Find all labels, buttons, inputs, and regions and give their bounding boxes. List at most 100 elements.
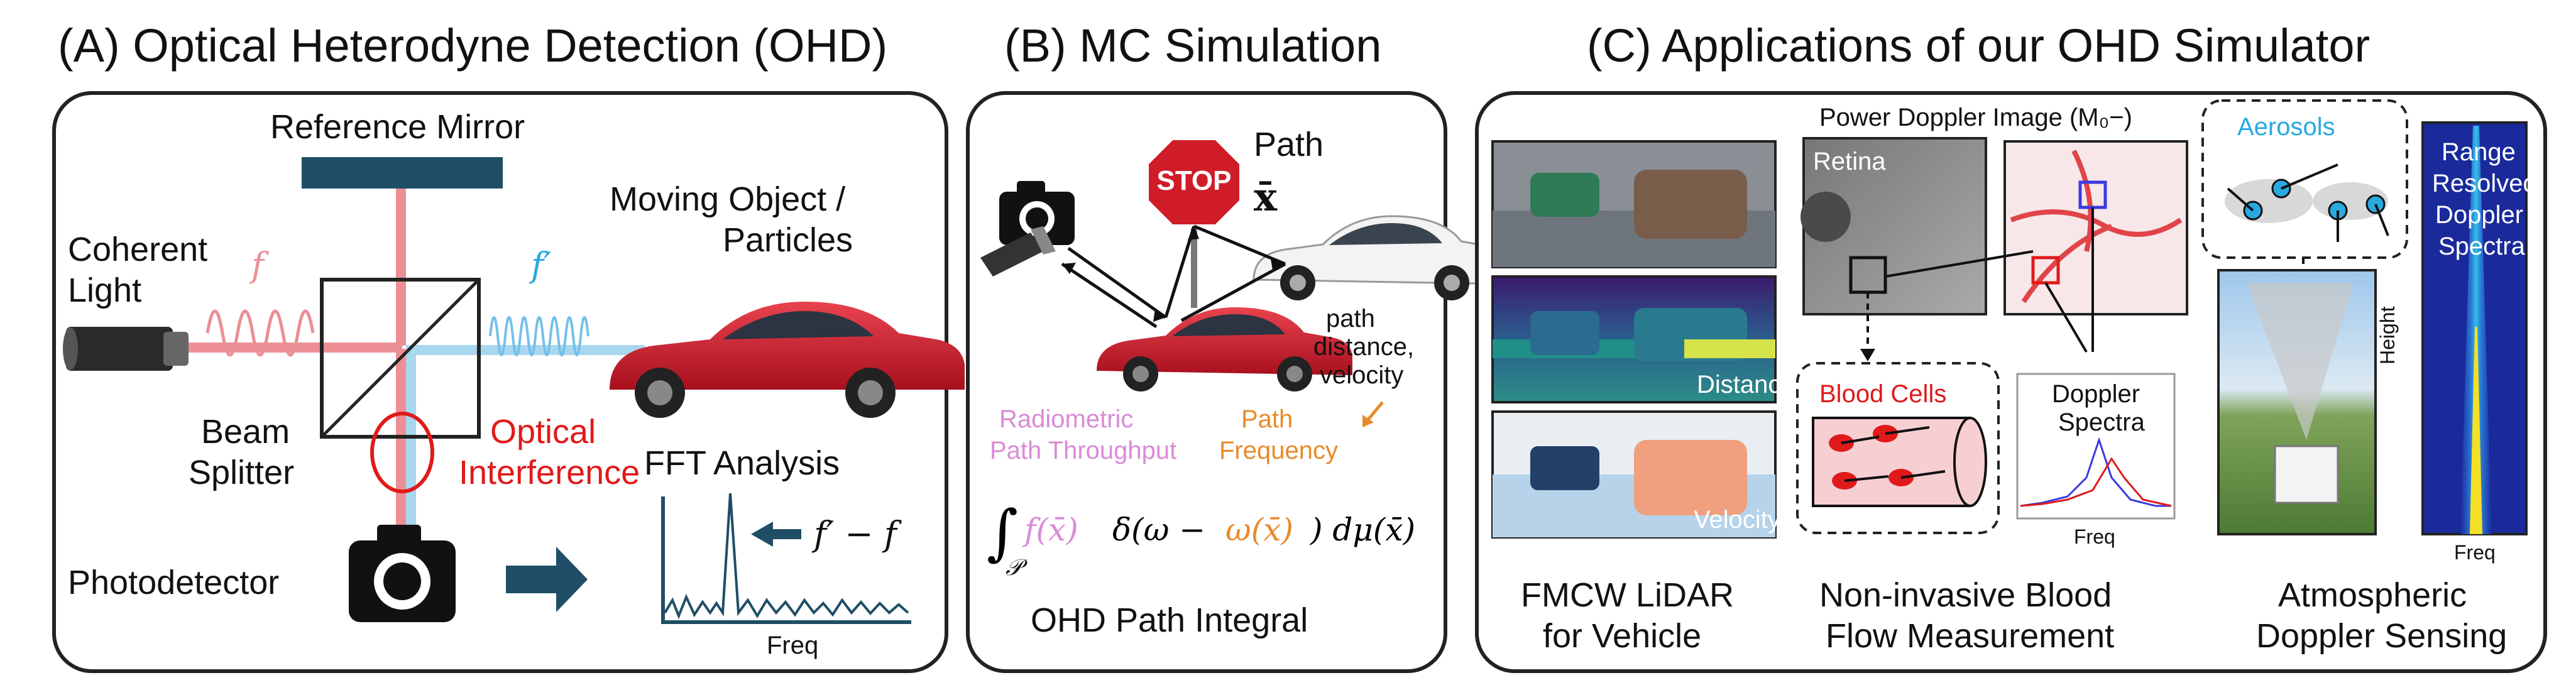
lidar-distance-image [1491,275,1777,403]
range-label-4: Spectra [2438,233,2526,260]
beam-splitter-label-2: Splitter [189,454,294,491]
lidar-velocity-image [1491,410,1777,539]
panel-c: (C) Applications of our OHD Simulator Di… [1475,19,2547,673]
stop-sign-icon: STOP [1145,136,1243,308]
stop-sign-text: STOP [1156,165,1231,196]
lidar-caption-2: for Vehicle [1543,617,1701,655]
lidar-beam-cone [2247,283,2354,440]
laser-icon [63,327,189,371]
blood-caption-2: Flow Measurement [1826,617,2114,655]
lidar-caption-1: FMCW LiDAR [1521,576,1734,614]
range-label-1: Range [2442,138,2516,166]
doppler-blue-curve [2020,437,2171,507]
reference-mirror [302,157,503,189]
white-car-icon [1252,215,1511,300]
roi-to-spectra-arrow-1 [2044,282,2088,353]
retina-label: Retina [1813,148,1886,175]
path-arrowheads [1062,226,1285,322]
aerosol-cloud-icon [2225,163,2389,242]
reference-beam-up [396,189,406,346]
reference-wave [206,309,315,357]
panel-b-title: (B) MC Simulation [1004,19,1381,72]
optical-interference-label-1: Optical [490,413,596,451]
frequency-arrowhead [1362,415,1374,427]
path-rays [1061,224,1286,329]
beam-splitter-label-1: Beam [201,413,290,451]
integral-measure: ) dμ(x̄) [1310,512,1415,548]
arrow-right-icon [506,547,588,612]
beat-frequency-label: f′ − f [811,514,902,554]
doppler-spectra-plot [2016,373,2176,520]
height-axis-label: Height [2376,306,2399,364]
lidar-device-icon [2274,445,2339,504]
atmo-caption-1: Atmospheric [2278,576,2467,614]
optical-interference-label-2: Interference [459,454,640,491]
beam-splitter-box [320,278,481,439]
power-doppler-image [2003,140,2188,315]
power-doppler-label: Power Doppler Image (M₀−) [1819,104,2132,131]
integral-omega: ω(x̄) [1225,512,1293,548]
coherent-light-label-1: Coherent [68,231,207,268]
object-beam [406,345,645,355]
panel-a-title: (A) Optical Heterodyne Detection (OHD) [58,19,887,72]
optic-disc [1800,192,1851,242]
moving-object-label-1: Moving Object / [610,180,845,218]
reference-mirror-label: Reference Mirror [270,108,525,146]
spectra-core [2470,327,2482,534]
panel-b-frame [966,91,1447,673]
fft-axes [661,496,911,624]
path-label: Path [1254,126,1324,163]
range-label-2: Resolved [2432,170,2537,197]
vessel-tube-icon [1812,417,1987,507]
retina-to-cells-arrowhead [1860,349,1875,361]
doppler-label-1: Doppler [2052,380,2140,408]
throughput-label-1: Radiometric [999,405,1133,433]
range-label-3: Doppler [2435,201,2523,229]
doppler-wave [489,316,589,356]
photodetector-icon [349,525,456,622]
freq-fprime-label: f′ [529,245,551,285]
panel-b-footer: OHD Path Integral [1031,601,1308,639]
blood-caption-1: Non-invasive Blood [1819,576,2112,614]
panel-b: (B) MC Simulation STOP Path x̄ [966,19,1511,673]
path-symbol: x̄ [1254,174,1278,220]
moving-object-label-2: Particles [723,221,853,259]
roi-connector [1885,250,2034,278]
range-freq-label: Freq [2454,541,2496,564]
panel-c-title: (C) Applications of our OHD Simulator [1587,19,2370,72]
blood-cells-label: Blood Cells [1819,380,1946,408]
panel-a: (A) Optical Heterodyne Detection (OHD) R… [52,19,965,673]
integral-delta: δ(ω − [1112,512,1205,548]
path-info-label-1: path [1326,305,1375,332]
doppler-freq-label: Freq [2074,525,2115,548]
coherent-light-label-2: Light [68,271,141,309]
frequency-label-1: Path [1241,405,1293,433]
photodetector-label: Photodetector [68,564,279,601]
reference-beam-down [396,349,406,544]
vessel-pattern [2010,150,2183,304]
camera-icon [999,181,1075,245]
aerosols-box [2201,99,2408,259]
atmo-caption-2: Doppler Sensing [2256,617,2507,655]
returned-beam-down [406,349,416,544]
frequency-arrow [1366,401,1384,422]
interference-highlight [370,412,434,493]
red-car-small-icon [1097,307,1352,392]
frequency-label-2: Frequency [1219,437,1338,464]
lidar-rgb-image [1491,140,1777,268]
velocity-label: Velocity [1694,506,1780,534]
fft-freq-axis-label: Freq [767,632,818,659]
integral-sign: ∫ [987,497,1018,567]
arrow-left-icon [751,522,801,547]
blood-cells-box [1796,362,2000,534]
path-info-label-2: distance, [1313,333,1414,361]
path-info-label-3: velocity [1320,361,1403,389]
beam-splitter-diagonal [321,278,480,438]
doppler-label-2: Spectra [2058,408,2146,436]
fft-analysis-label: FFT Analysis [644,444,840,482]
fft-spectrum [664,493,909,620]
red-car-icon [610,302,965,418]
distance-label: Distance [1697,371,1795,398]
throughput-label-2: Path Throughput [990,437,1176,464]
